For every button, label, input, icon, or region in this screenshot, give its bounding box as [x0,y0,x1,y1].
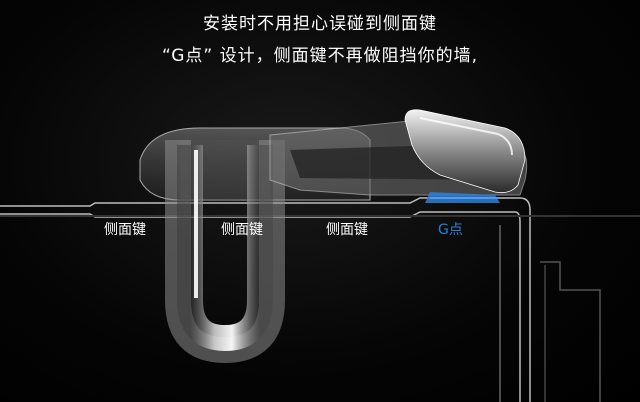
side-key-label-3: 侧面键 [326,222,368,238]
phone-frame-outline [0,197,601,402]
g-spot-label: G点 [438,222,463,238]
u-shaped-holder [165,140,285,364]
headline-line-1: 安装时不用担心误碰到侧面键 [203,14,437,34]
headline-line-2: “G点” 设计，侧面键不再做阻挡你的墙, [162,46,478,66]
trigger-button [404,109,526,194]
g-spot-highlight [425,192,500,203]
side-key-label-2: 侧面键 [221,222,263,238]
side-key-label-1: 侧面键 [104,222,146,238]
